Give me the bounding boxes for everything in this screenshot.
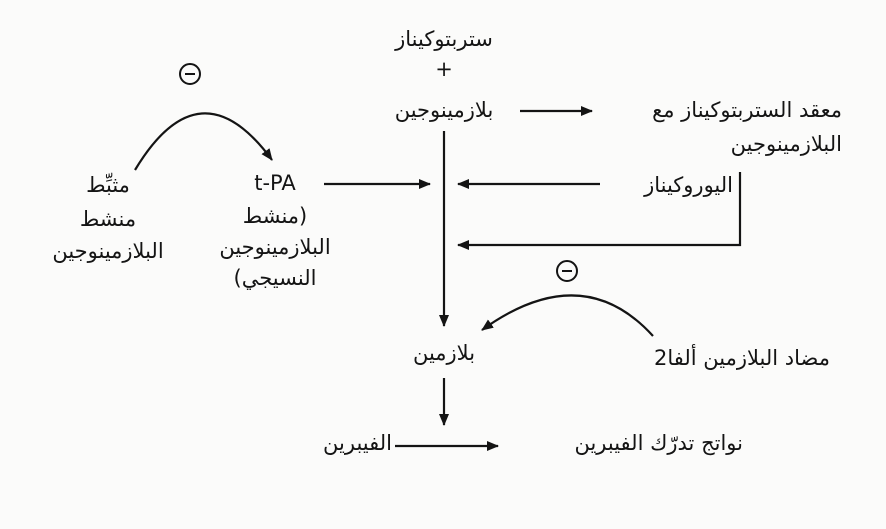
minus-circle-icon	[556, 260, 578, 282]
arrow-complex-to-main	[457, 172, 742, 250]
node-inhibitor-line3: البلازمينوجين	[52, 239, 164, 263]
node-plasmin: بلازمين	[412, 341, 476, 365]
arrow-inhibitor-to-tpa	[134, 112, 273, 171]
node-inhibitor-line1: مثبِّط	[86, 173, 130, 197]
node-plus: +	[435, 57, 453, 81]
node-tpa-line4: النسيجي)	[233, 266, 317, 290]
minus-circle-icon	[179, 63, 201, 85]
node-fdp: نواتج تدرّك الفيبرين	[574, 431, 743, 455]
node-urokinase: اليوروكيناز	[644, 173, 733, 197]
node-plasminogen: بلازمينوجين	[394, 98, 494, 122]
node-complex-line2: البلازمينوجين	[730, 132, 842, 156]
node-streptokinase: ستربتوكيناز	[395, 27, 493, 51]
node-tpa-line3: البلازمينوجين	[219, 235, 331, 259]
node-tpa-line1: t-PA	[254, 171, 296, 195]
arrow-antiplasmin-to-plasmin	[481, 294, 654, 337]
node-tpa-line2: (منشط	[242, 204, 308, 228]
node-inhibitor-line2: منشط	[79, 207, 137, 231]
node-antiplasmin: مضاد البلازمين ألفا2	[653, 346, 830, 370]
node-fibrin: الفيبرين	[323, 431, 392, 455]
node-complex-line1: معقد الستربتوكيناز مع	[652, 98, 842, 122]
